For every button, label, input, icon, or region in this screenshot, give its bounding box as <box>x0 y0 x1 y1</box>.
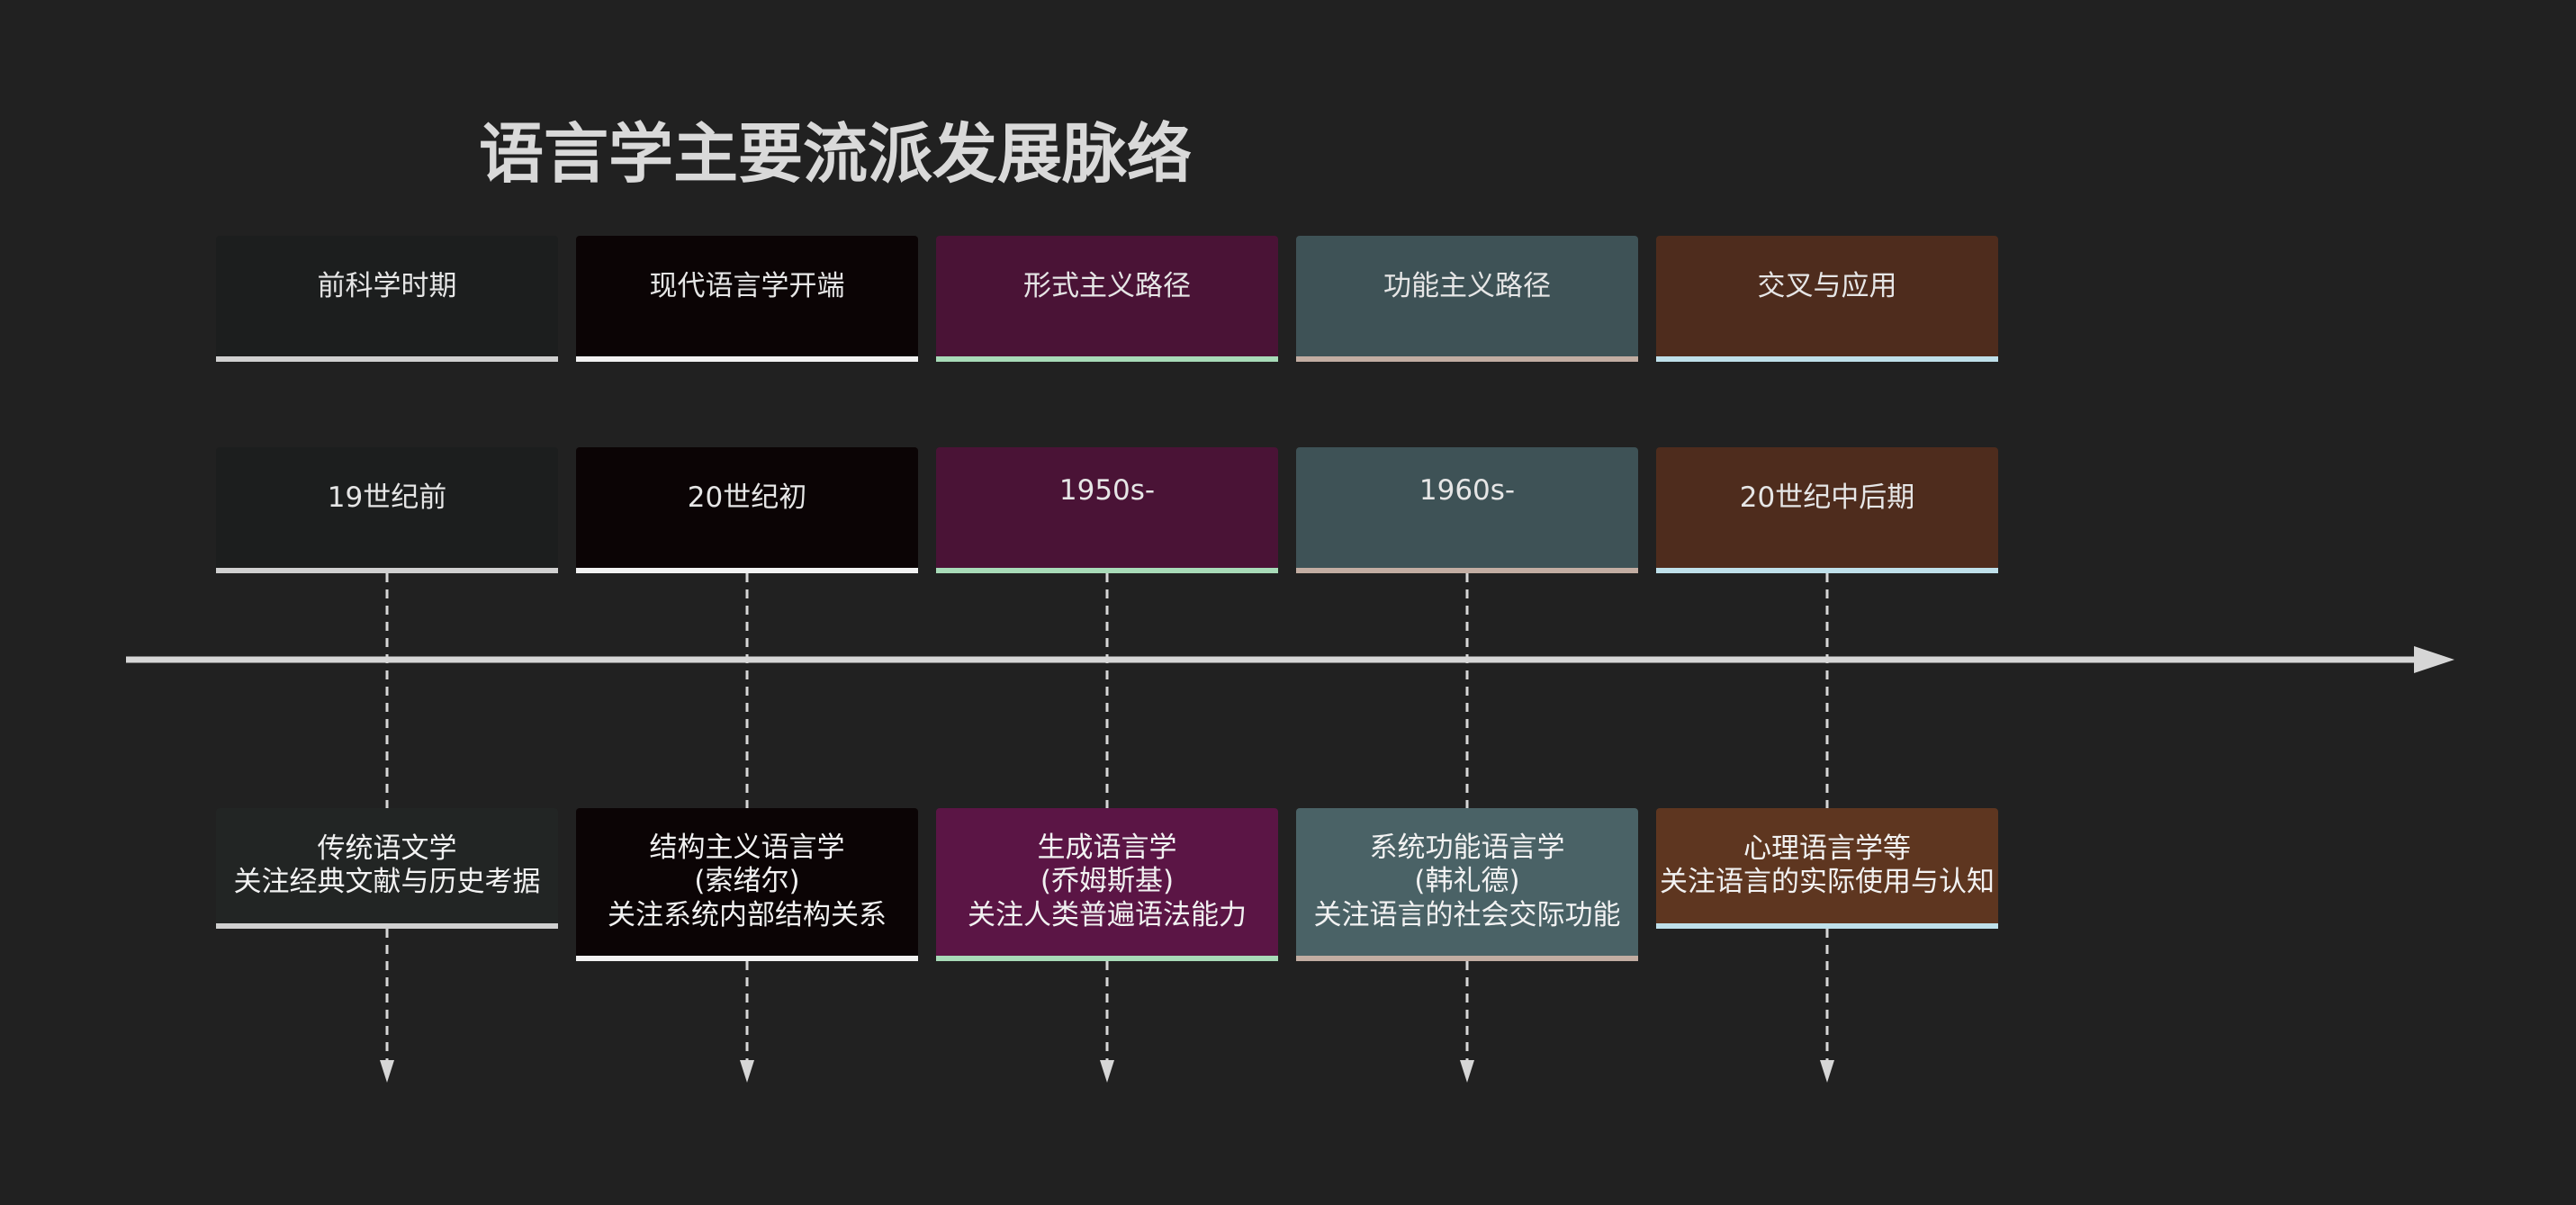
stage-period-label: 20世纪初 <box>687 481 807 514</box>
stage-school-line: 系统功能语言学 <box>1369 832 1565 865</box>
stage-category-box: 形式主义路径 <box>936 236 1278 362</box>
connector-arrowhead <box>1820 1060 1834 1083</box>
stage-school-line: 结构主义语言学 <box>649 832 845 865</box>
stage-category-label: 交叉与应用 <box>1757 270 1897 302</box>
stage-school-line: 关注系统内部结构关系 <box>608 898 887 931</box>
connector-arrowhead <box>1100 1060 1114 1083</box>
stage-school-line: (韩礼德) <box>1414 865 1520 898</box>
stage-school-line: (乔姆斯基) <box>1040 865 1175 898</box>
stage-period-box: 20世纪中后期 <box>1656 447 1998 573</box>
stage-category-label: 功能主义路径 <box>1383 270 1551 302</box>
stage-period-label: 1950s- <box>1058 474 1156 507</box>
connectors <box>380 573 1834 1083</box>
stage-school-box: 结构主义语言学(索绪尔)关注系统内部结构关系 <box>576 808 918 961</box>
stage-period-label: 20世纪中后期 <box>1739 481 1915 514</box>
stage-period-box: 1960s- <box>1296 447 1638 573</box>
stage-school-box: 传统语文学关注经典文献与历史考据 <box>216 808 558 929</box>
stage-school-line: 传统语文学 <box>317 832 457 865</box>
connector-arrowhead <box>1460 1060 1474 1083</box>
stage-period-box: 1950s- <box>936 447 1278 573</box>
stage-category-box: 功能主义路径 <box>1296 236 1638 362</box>
connector-arrowhead <box>740 1060 754 1083</box>
stage-school-line: 关注语言的实际使用与认知 <box>1660 866 1995 898</box>
diagram-title: 语言学主要流派发展脉络 <box>479 116 1193 192</box>
stage-period-box: 20世纪初 <box>576 447 918 573</box>
stage-school-line: (索绪尔) <box>694 865 800 898</box>
stage-category-label: 形式主义路径 <box>1023 270 1191 302</box>
stage-period-label: 19世纪前 <box>327 481 447 514</box>
stage-school-box: 系统功能语言学(韩礼德)关注语言的社会交际功能 <box>1296 808 1638 961</box>
stage-period-box: 19世纪前 <box>216 447 558 573</box>
stage-school-line: 生成语言学 <box>1037 832 1177 865</box>
stage-school-box: 心理语言学等关注语言的实际使用与认知 <box>1656 808 1998 929</box>
stage-category-box: 交叉与应用 <box>1656 236 1998 362</box>
stage-school-box: 生成语言学(乔姆斯基)关注人类普遍语法能力 <box>936 808 1278 961</box>
connector-arrowhead <box>380 1060 394 1083</box>
stage-school-line: 关注人类普遍语法能力 <box>968 898 1247 931</box>
stage-category-label: 前科学时期 <box>317 270 457 302</box>
stage-school-line: 心理语言学等 <box>1743 832 1911 865</box>
stage-category-box: 现代语言学开端 <box>576 236 918 362</box>
stage-school-line: 关注语言的社会交际功能 <box>1313 898 1621 931</box>
stage-category-label: 现代语言学开端 <box>649 270 845 302</box>
timeline-axis-arrowhead <box>2414 646 2454 673</box>
stage-category-box: 前科学时期 <box>216 236 558 362</box>
stage-period-label: 1960s- <box>1419 474 1516 507</box>
stage-school-line: 关注经典文献与历史考据 <box>233 866 541 898</box>
